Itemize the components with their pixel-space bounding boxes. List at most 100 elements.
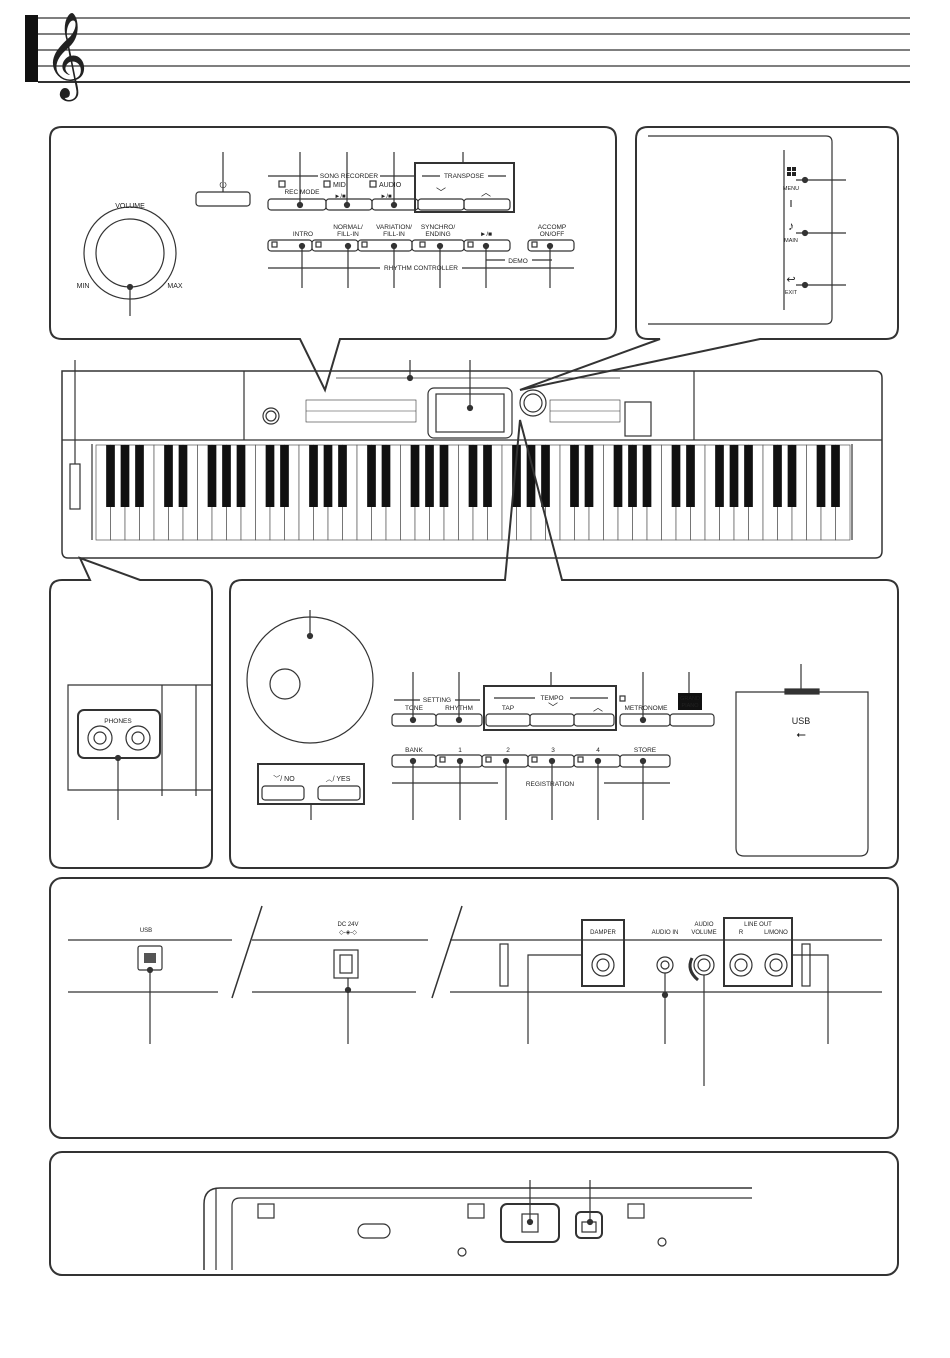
black-key[interactable] bbox=[265, 445, 275, 507]
rhythm-play-button[interactable] bbox=[463, 239, 511, 252]
black-key[interactable] bbox=[526, 445, 536, 507]
phones-jack-1[interactable] bbox=[87, 725, 113, 751]
black-key[interactable] bbox=[512, 445, 521, 507]
right-control-panel: ﹀/ NO ︿/ YES SETTING TONE RHYTHM TEMPO T… bbox=[229, 419, 899, 869]
black-key[interactable] bbox=[570, 445, 579, 507]
phones-panel: PHONES bbox=[49, 556, 213, 869]
transpose-label: TRANSPOSE bbox=[444, 173, 485, 180]
store-button[interactable] bbox=[619, 754, 671, 768]
phones-label: PHONES bbox=[104, 718, 132, 725]
tap-label: TAP bbox=[502, 705, 514, 712]
transpose-up-button[interactable] bbox=[463, 198, 511, 211]
black-key[interactable] bbox=[410, 445, 420, 507]
black-key[interactable] bbox=[613, 445, 623, 507]
rear-rib-right bbox=[801, 943, 811, 987]
chevron-down-icon: ﹀ bbox=[548, 702, 558, 714]
tempo-label: TEMPO bbox=[540, 695, 563, 702]
volume-label: VOLUME bbox=[115, 203, 145, 210]
black-key[interactable] bbox=[483, 445, 492, 507]
black-key[interactable] bbox=[439, 445, 449, 507]
normal-fillin-label: FILL-IN bbox=[337, 231, 359, 238]
line-out-r-jack[interactable] bbox=[729, 953, 753, 977]
registration-label: REGISTRATION bbox=[526, 781, 575, 788]
volume-knob[interactable] bbox=[95, 218, 165, 288]
audio-led bbox=[369, 180, 377, 188]
accomp-button[interactable] bbox=[527, 239, 575, 252]
music-note-icon: ♪ bbox=[788, 219, 794, 233]
black-key[interactable] bbox=[236, 445, 246, 507]
audio-play-label: ►/■ bbox=[380, 194, 392, 200]
top-control-panel: VOLUME MIN MAX ⏻ SONG RECORDER MIDI AUDI… bbox=[49, 126, 617, 393]
bottom-slot bbox=[357, 1223, 391, 1239]
bottom-foot-1 bbox=[257, 1203, 275, 1219]
tap-button[interactable] bbox=[485, 713, 531, 727]
black-key[interactable] bbox=[628, 445, 637, 507]
header-bar bbox=[25, 15, 38, 82]
dc-label: DC 24V bbox=[337, 922, 358, 928]
line-out-l-jack[interactable] bbox=[764, 953, 788, 977]
variation-label: VARIATION/ bbox=[376, 224, 412, 231]
bank-label: BANK bbox=[405, 747, 423, 754]
black-key[interactable] bbox=[584, 445, 594, 507]
volume-knob-mini bbox=[262, 407, 280, 425]
yes-button[interactable] bbox=[317, 785, 361, 801]
black-key[interactable] bbox=[381, 445, 391, 507]
damper-jack[interactable] bbox=[591, 953, 615, 977]
audio-volume-label-2: VOLUME bbox=[691, 930, 716, 936]
dial-grip bbox=[269, 668, 301, 700]
black-key[interactable] bbox=[222, 445, 231, 507]
line-out-r-label: R bbox=[739, 930, 744, 936]
black-key[interactable] bbox=[642, 445, 652, 507]
phones-jack-2[interactable] bbox=[125, 725, 151, 751]
black-key[interactable] bbox=[338, 445, 347, 507]
power-button[interactable] bbox=[195, 191, 251, 207]
black-key[interactable] bbox=[686, 445, 695, 507]
black-key[interactable] bbox=[323, 445, 333, 507]
black-key[interactable] bbox=[671, 445, 681, 507]
transpose-group-box bbox=[414, 162, 515, 213]
black-key[interactable] bbox=[425, 445, 434, 507]
chevron-up-icon: ︿ bbox=[593, 703, 603, 714]
black-key[interactable] bbox=[164, 445, 173, 507]
metronome-label: METRONOME bbox=[625, 705, 669, 712]
line-out-l-label: L/MONO bbox=[764, 930, 788, 936]
grand-piano-button[interactable] bbox=[669, 713, 715, 727]
tempo-down-button[interactable] bbox=[529, 713, 575, 727]
black-key[interactable] bbox=[178, 445, 188, 507]
transpose-down-button[interactable] bbox=[417, 198, 465, 211]
black-key[interactable] bbox=[367, 445, 376, 507]
black-key[interactable] bbox=[715, 445, 724, 507]
bottom-foot-2 bbox=[467, 1203, 485, 1219]
usb-flash-port-panel bbox=[735, 691, 869, 857]
rhythm-play-label: ►/■ bbox=[480, 231, 492, 238]
no-button[interactable] bbox=[261, 785, 305, 801]
black-key[interactable] bbox=[773, 445, 782, 507]
tempo-up-button[interactable] bbox=[573, 713, 615, 727]
black-key[interactable] bbox=[280, 445, 289, 507]
black-key[interactable] bbox=[135, 445, 144, 507]
black-key[interactable] bbox=[120, 445, 130, 507]
dial-mini bbox=[519, 389, 547, 417]
black-key[interactable] bbox=[744, 445, 753, 507]
normal-label: NORMAL/ bbox=[333, 224, 363, 231]
dc-jack[interactable] bbox=[333, 949, 359, 979]
audio-in-jack[interactable] bbox=[656, 956, 674, 974]
audio-label: AUDIO bbox=[379, 182, 402, 189]
black-key[interactable] bbox=[787, 445, 797, 507]
audio-volume-knob[interactable] bbox=[693, 954, 715, 976]
black-key[interactable] bbox=[468, 445, 478, 507]
reg4-label: 4 bbox=[596, 747, 600, 754]
black-key[interactable] bbox=[729, 445, 739, 507]
dc-polarity-icon: ◇-◈-◇ bbox=[339, 930, 357, 936]
rear-rib-left bbox=[499, 943, 509, 987]
black-key[interactable] bbox=[207, 445, 217, 507]
black-key[interactable] bbox=[541, 445, 550, 507]
black-key[interactable] bbox=[106, 445, 115, 507]
black-key[interactable] bbox=[309, 445, 318, 507]
store-label: STORE bbox=[634, 747, 657, 754]
black-key[interactable] bbox=[816, 445, 826, 507]
rec-mode-label: REC MODE bbox=[284, 189, 320, 196]
usb-flash-port-mini bbox=[624, 401, 652, 437]
black-key[interactable] bbox=[831, 445, 840, 507]
usb-flash-slot[interactable] bbox=[784, 688, 820, 695]
